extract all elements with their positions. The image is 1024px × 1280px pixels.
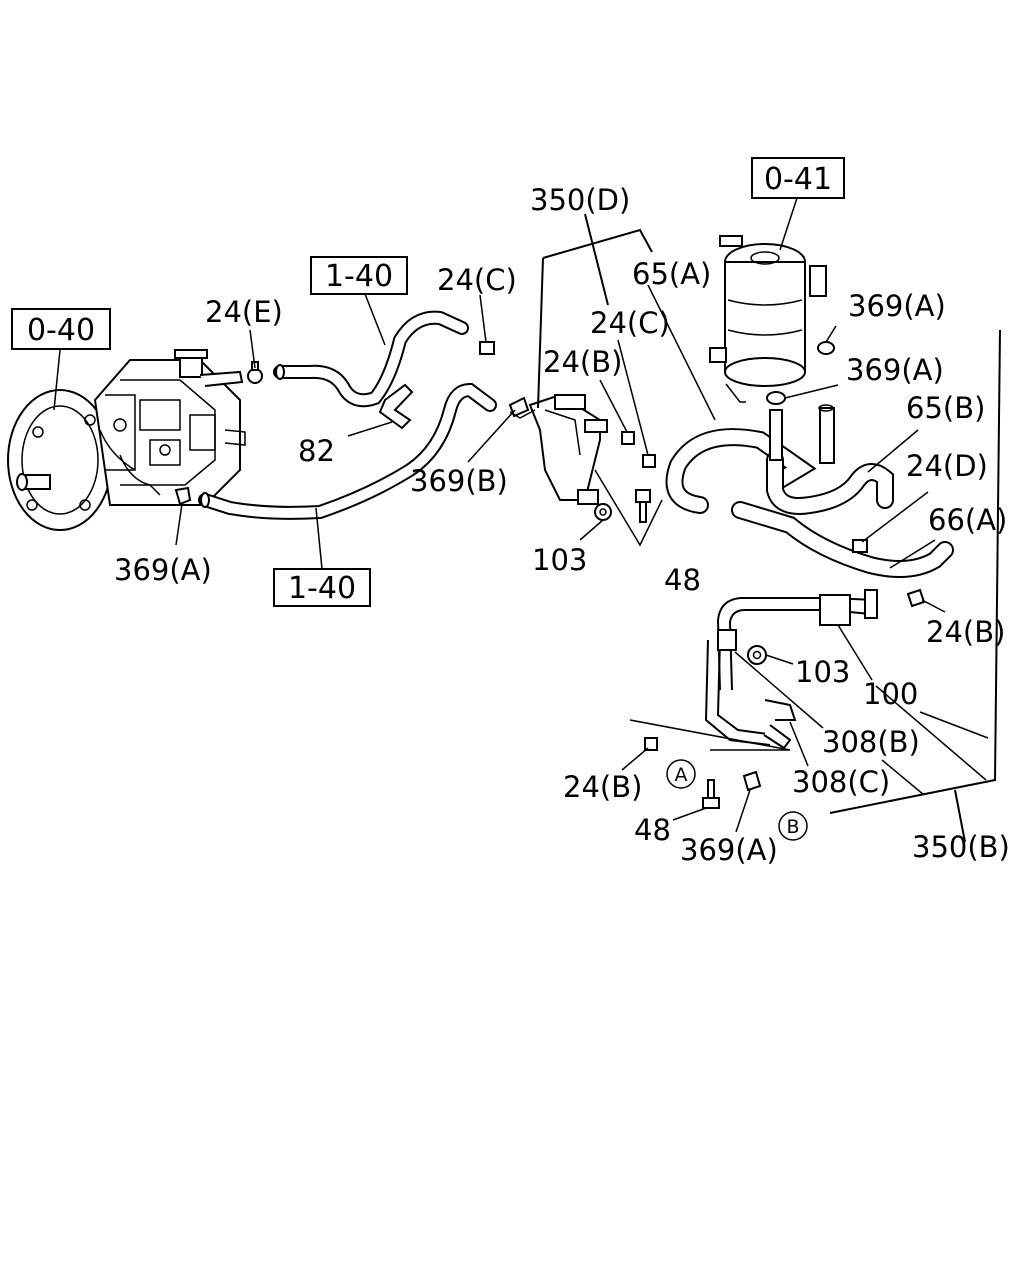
nut-103-right[interactable] [747,645,767,665]
clip-82[interactable] [378,383,414,430]
clip-24c-b[interactable] [642,454,656,468]
ref-box-1-40-top[interactable]: 1-40 [310,256,408,295]
callout-369a-upper[interactable]: 369(A) [848,289,946,323]
callout-48-lower[interactable]: 48 [634,813,671,847]
clamp-369a-middle[interactable] [766,391,786,405]
callout-100[interactable]: 100 [863,677,918,711]
clip-24b-lower[interactable] [644,737,658,751]
callout-24b-center[interactable]: 24(B) [543,345,622,379]
callout-24e[interactable]: 24(E) [205,295,283,329]
group-lines [537,213,1001,843]
svg-text:A: A [675,764,688,786]
leader-lines [53,197,989,833]
fuel-hose-upper[interactable] [273,310,469,408]
callout-369a-middle[interactable]: 369(A) [846,353,944,387]
ref-box-0-41[interactable]: 0-41 [751,157,845,199]
fuel-hose-65b[interactable] [766,404,894,515]
callout-66a[interactable]: 66(A) [928,503,1007,537]
svg-text:1-40: 1-40 [325,259,393,294]
callout-308b[interactable]: 308(B) [822,725,920,759]
fuel-pipe-assembly [704,589,878,750]
callout-24c-top[interactable]: 24(C) [437,263,517,297]
callout-369a-left[interactable]: 369(A) [114,553,212,587]
callout-24c-mid[interactable]: 24(C) [590,306,670,340]
callout-350b[interactable]: 350(B) [912,830,1010,864]
callout-82[interactable]: 82 [298,434,335,468]
clip-24b-right[interactable] [906,588,926,608]
clamp-369a-lower[interactable] [742,770,762,792]
svg-text:1-40: 1-40 [288,571,356,606]
mark-b[interactable]: B [778,811,808,841]
clip-24b-center[interactable] [621,431,635,445]
ref-box-1-40-bottom[interactable]: 1-40 [273,568,371,607]
fuel-hose-lower[interactable] [198,382,497,520]
ref-box-0-40[interactable]: 0-40 [11,308,111,350]
nut-103-center[interactable] [577,489,612,521]
mark-a[interactable]: A [666,759,696,789]
callout-65a[interactable]: 65(A) [632,257,711,291]
svg-text:0-41: 0-41 [764,162,832,197]
bolt-48-center[interactable] [635,489,651,523]
callout-308c[interactable]: 308(C) [792,765,890,799]
callout-24d[interactable]: 24(D) [906,449,988,483]
callout-24b-right[interactable]: 24(B) [926,615,1005,649]
callout-103-right[interactable]: 103 [795,655,850,689]
svg-text:0-40: 0-40 [27,313,95,348]
callout-350d[interactable]: 350(D) [530,183,630,217]
clamp-369a-upper[interactable] [817,341,835,355]
callout-103-center[interactable]: 103 [532,543,587,577]
clip-24d[interactable] [852,539,868,553]
bolt-48-lower[interactable] [702,779,720,809]
callout-369b[interactable]: 369(B) [410,464,508,498]
clamp-369a-left[interactable] [174,486,192,506]
callout-labels: 350(D) 65(A) 24(C) 24(C) 24(E) 24(B) 369… [114,183,1010,867]
fuel-hose-65a[interactable] [665,428,817,514]
svg-text:B: B [786,816,799,838]
callout-48-center[interactable]: 48 [664,563,701,597]
clip-24c-a[interactable] [479,341,495,355]
fuel-hose-66a[interactable] [731,501,954,578]
callout-24b-lower[interactable]: 24(B) [563,770,642,804]
injection-pump-assembly [7,349,246,531]
callout-65b[interactable]: 65(B) [906,391,985,425]
callout-369a-lower[interactable]: 369(A) [680,833,778,867]
fuel-filter [709,235,827,403]
